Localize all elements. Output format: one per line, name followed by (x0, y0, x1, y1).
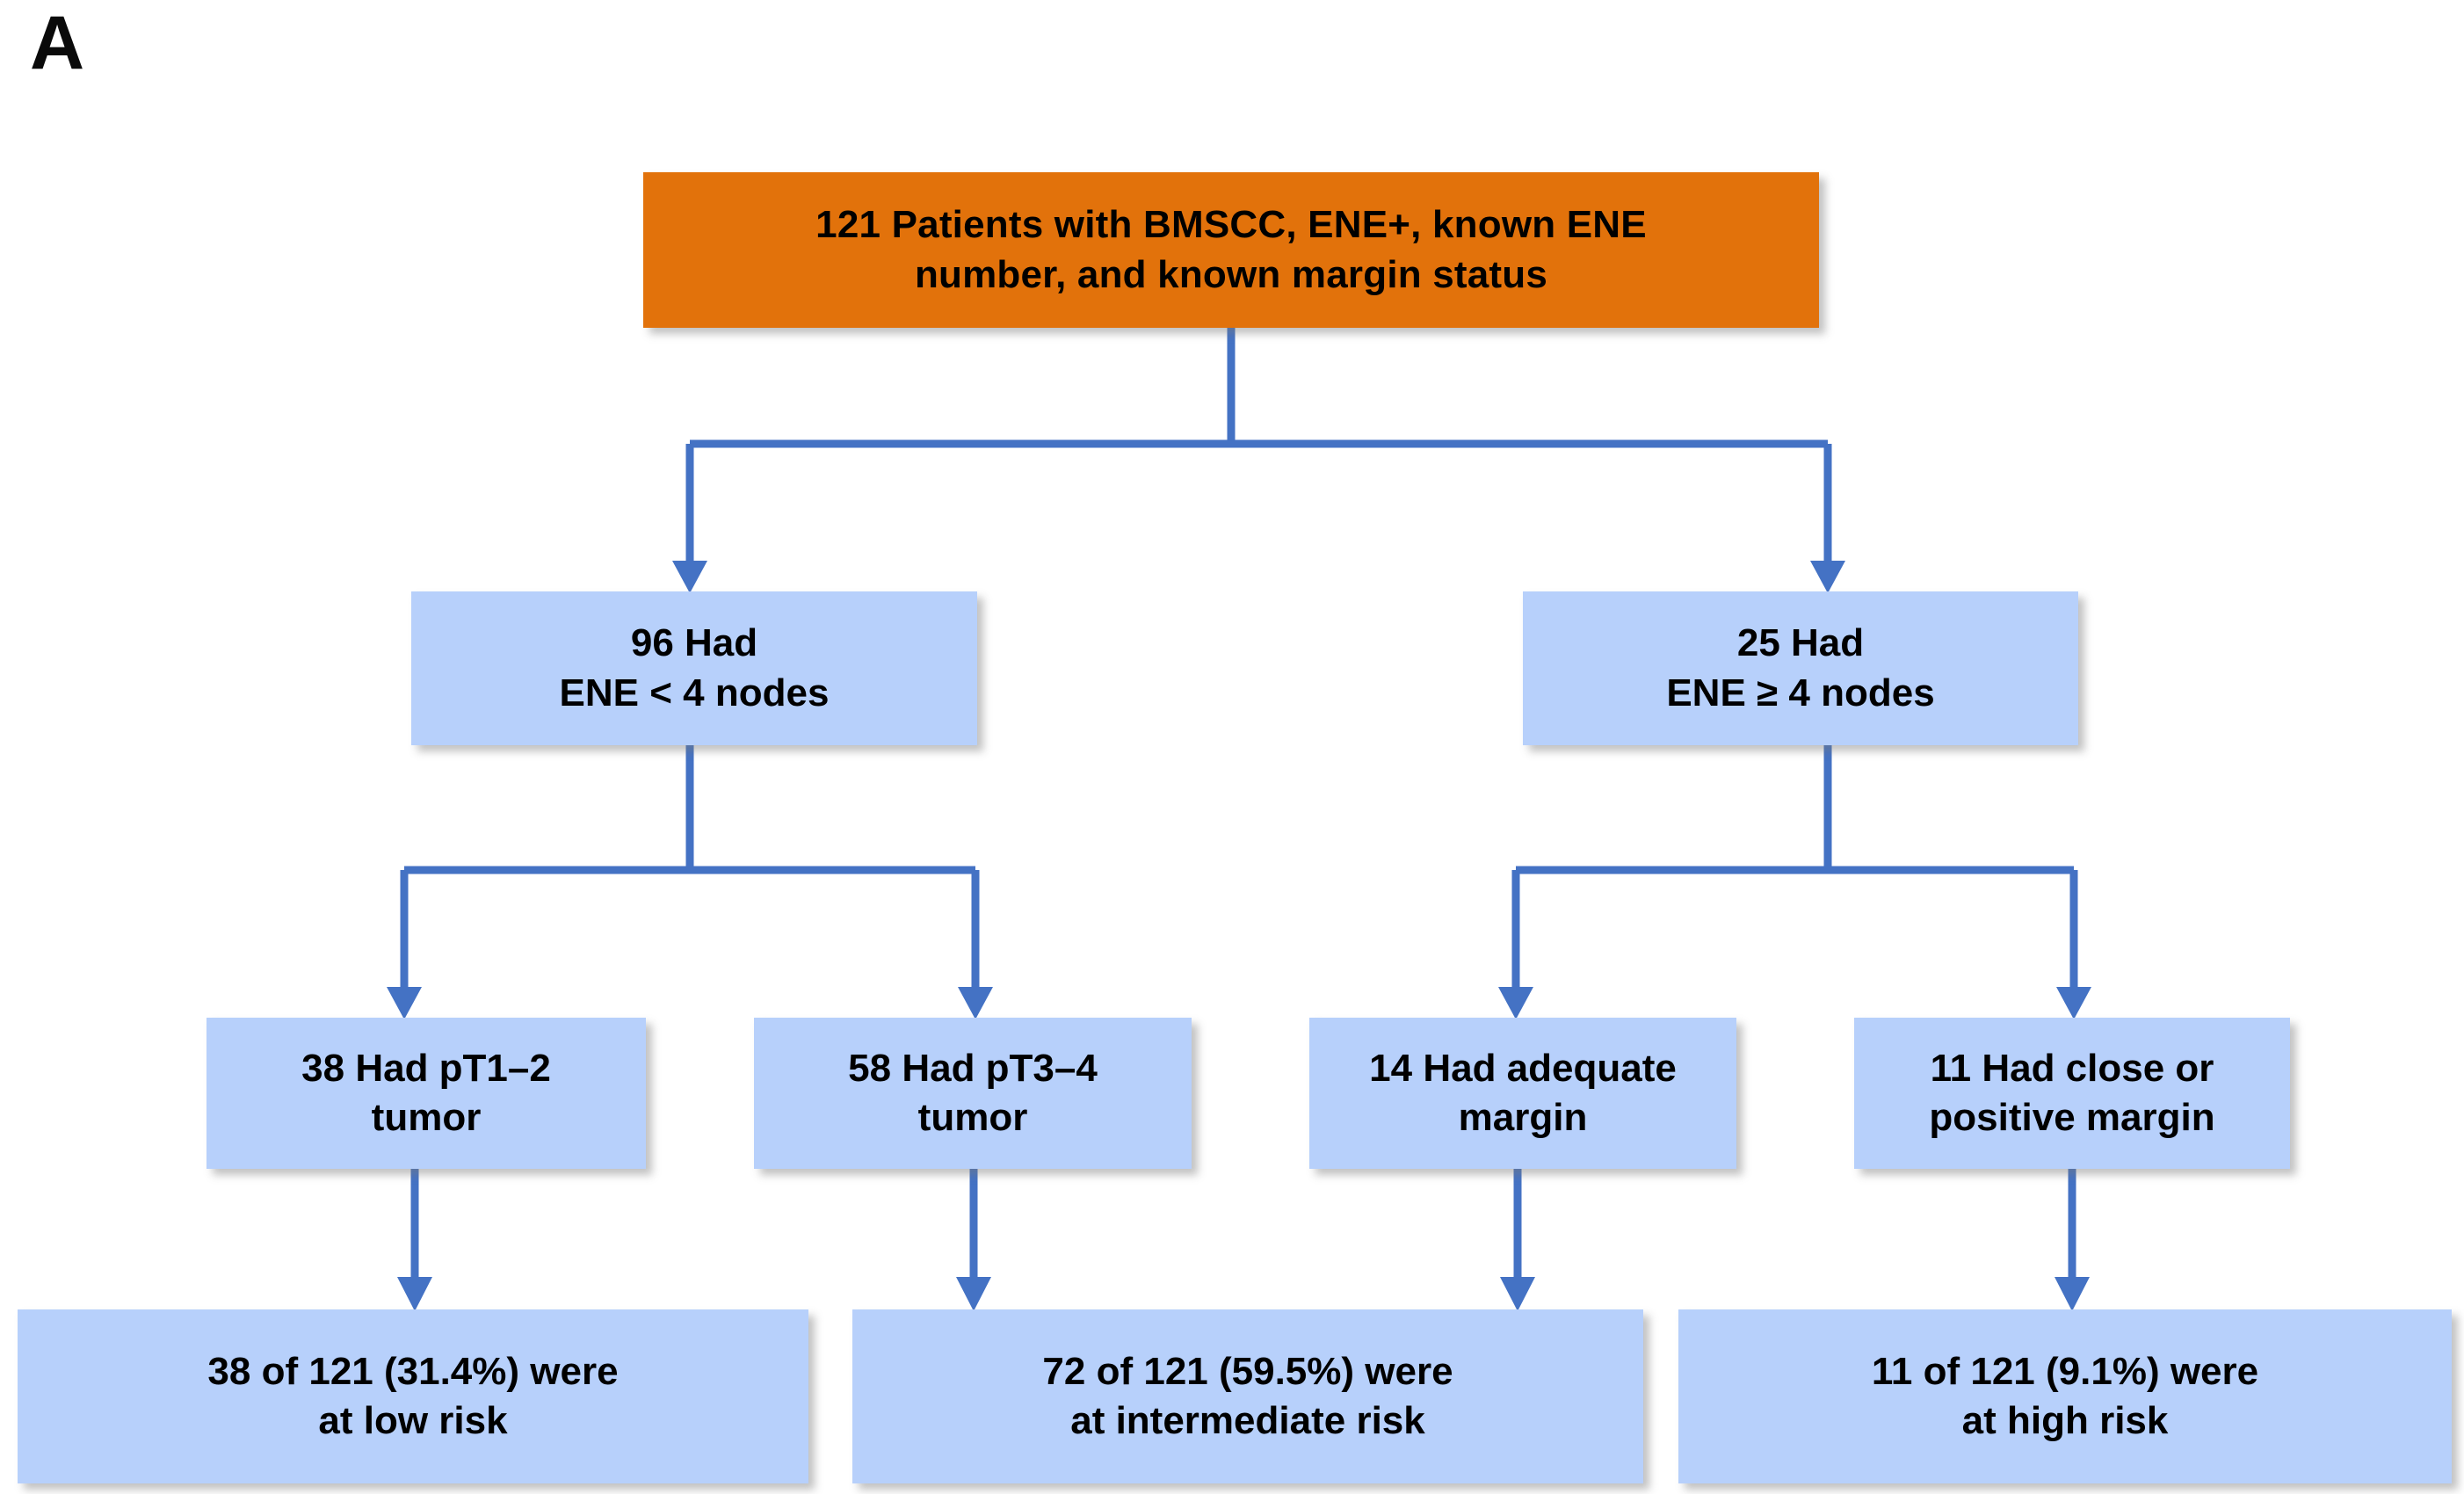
node-ene-lt-4[interactable]: 96 Had ENE < 4 nodes (411, 591, 977, 745)
arrowhead-ene-ge-4 (1810, 561, 1845, 593)
node-pt1-2-tumor[interactable]: 38 Had pT1–2 tumor (207, 1018, 646, 1169)
node-close-or-positive-margin[interactable]: 11 Had close or positive margin (1854, 1018, 2290, 1169)
arrowhead-close-positive-margin (2056, 987, 2091, 1019)
node-ene-ge-4[interactable]: 25 Had ENE ≥ 4 nodes (1523, 591, 2078, 745)
node-intermediate-risk-outcome[interactable]: 72 of 121 (59.5%) were at intermediate r… (852, 1309, 1643, 1483)
node-pt3-4-tumor[interactable]: 58 Had pT3–4 tumor (754, 1018, 1192, 1169)
arrowhead-pt1-2 (387, 987, 422, 1019)
arrowhead-intermediate-risk-right (1500, 1277, 1535, 1311)
node-low-risk-outcome[interactable]: 38 of 121 (31.4%) were at low risk (18, 1309, 808, 1483)
arrowhead-high-risk (2055, 1277, 2090, 1311)
node-adequate-margin[interactable]: 14 Had adequate margin (1309, 1018, 1736, 1169)
arrowhead-pt3-4 (958, 987, 993, 1019)
arrowhead-low-risk (397, 1277, 432, 1311)
arrowhead-ene-lt-4 (672, 561, 707, 593)
arrowhead-intermediate-risk-left (956, 1277, 991, 1311)
arrowhead-adequate-margin (1498, 987, 1533, 1019)
panel-label-a: A (30, 1, 85, 85)
node-root-cohort[interactable]: 121 Patients with BMSCC, ENE+, known ENE… (643, 172, 1819, 328)
node-high-risk-outcome[interactable]: 11 of 121 (9.1%) were at high risk (1678, 1309, 2452, 1483)
